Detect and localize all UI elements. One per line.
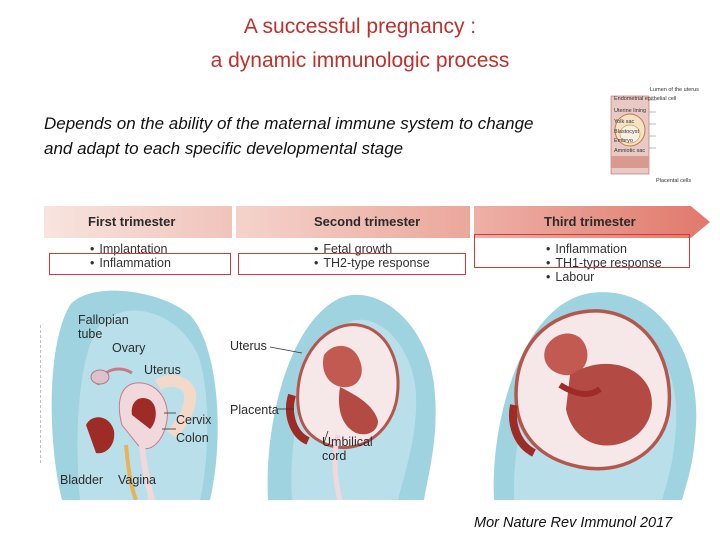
second-trimester-list: Fetal growth TH2-type response	[314, 242, 430, 270]
label-ovary: Ovary	[112, 341, 146, 355]
inset-label-0: Endometrial epithelial cell	[614, 96, 677, 102]
label-colon: Colon	[176, 431, 209, 445]
highlight-box-inflammation-first	[49, 253, 231, 275]
highlight-box-th2-response	[238, 253, 466, 275]
uterine-lumen-diagram	[606, 86, 714, 186]
list-item: TH2-type response	[314, 256, 429, 270]
label-cervix: Cervix	[176, 413, 212, 427]
subtitle-line-1: Depends on the ability of the maternal i…	[44, 114, 534, 133]
inset-label-5: Amniotic sac	[614, 148, 646, 154]
label-bladder: Bladder	[60, 473, 104, 487]
banner-second-trimester: Second trimester	[236, 206, 470, 238]
inset-label-4: Embryo	[614, 138, 633, 144]
third-trimester-label: Third trimester	[544, 214, 636, 229]
label-fallopian: Fallopian	[78, 313, 129, 327]
highlight-box-third-trimester	[474, 234, 690, 268]
slide-title-line-2: a dynamic immunologic process	[210, 49, 510, 72]
label-uterus: Uterus	[144, 363, 181, 377]
list-item: Inflammation	[546, 242, 662, 256]
banner-third-trimester: Third trimester	[474, 206, 710, 238]
first-trimester-list: Implantation Inflammation	[90, 242, 171, 270]
list-item: Inflammation	[90, 256, 171, 270]
first-trimester-anatomy: Fallopian tube Ovary Uterus Cervix Colon…	[39, 285, 240, 501]
banner-first-trimester: First trimester	[44, 206, 232, 238]
third-trimester-list: Inflammation TH1-type response Labour	[546, 242, 662, 284]
slide-title-line-1: A successful pregnancy :	[243, 15, 477, 38]
label-umbilical: Umbilical	[322, 435, 373, 449]
label-vagina: Vagina	[118, 473, 156, 487]
slide-subtitle: Depends on the ability of the maternal i…	[44, 111, 604, 161]
list-item: TH1-type response	[546, 256, 661, 270]
label-uterus-second: Uterus	[230, 339, 267, 353]
citation: Mor Nature Rev Immunol 2017	[474, 515, 673, 531]
list-item: Labour	[546, 270, 662, 284]
inset-label-2: Yolk sac	[614, 119, 635, 125]
subtitle-line-2: and adapt to each specific developmental…	[44, 139, 404, 158]
uterine-lumen-inset: Lumen of the uterus Endometrial epitheli…	[606, 86, 714, 186]
third-trimester-anatomy	[490, 285, 710, 500]
second-trimester-anatomy: Uterus Placenta Umbilical cord	[228, 285, 478, 501]
list-item: Implantation	[90, 242, 171, 256]
inset-label-1: Uterine lining	[614, 108, 647, 114]
label-cord: cord	[322, 449, 347, 463]
inset-label-6: Placental cells	[656, 178, 692, 184]
inset-label-lumen: Lumen of the uterus	[650, 87, 699, 93]
label-placenta: Placenta	[230, 403, 279, 417]
inset-label-3: Blastocyst	[614, 129, 640, 135]
label-tube: tube	[78, 327, 103, 341]
second-trimester-label: Second trimester	[314, 214, 421, 229]
list-item: Fetal growth	[314, 242, 430, 256]
first-trimester-label: First trimester	[88, 214, 176, 229]
